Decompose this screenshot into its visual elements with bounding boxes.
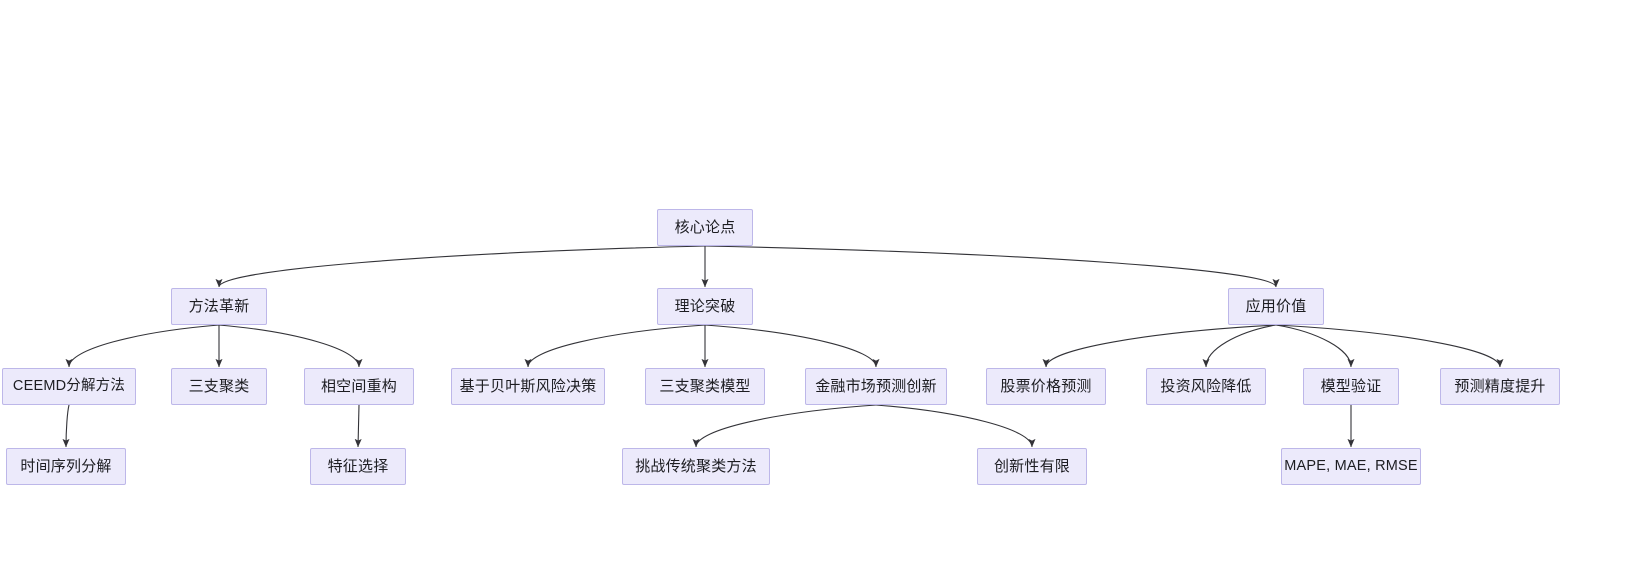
edge-paths [62, 245, 1504, 448]
node-n2[interactable]: 理论突破 [657, 288, 753, 325]
node-label: 金融市场预测创新 [815, 378, 937, 395]
node-n3a[interactable]: 股票价格预测 [986, 368, 1106, 405]
edge-n1-to-n1a [65, 324, 220, 368]
node-label: 特征选择 [327, 458, 389, 475]
edge-n3-to-n3c [1275, 324, 1355, 368]
node-label: 核心论点 [674, 219, 736, 236]
edge-root-to-n1 [215, 245, 706, 288]
node-label: 预测精度提升 [1454, 378, 1546, 395]
node-n2c[interactable]: 金融市场预测创新 [805, 368, 947, 405]
edge-n3-to-n3d [1275, 324, 1504, 368]
node-label: 挑战传统聚类方法 [635, 458, 757, 475]
node-label: 基于贝叶斯风险决策 [459, 378, 597, 395]
node-label: MAPE, MAE, RMSE [1284, 458, 1418, 475]
node-root[interactable]: 核心论点 [657, 209, 753, 246]
edge-n3-to-n3b [1202, 324, 1277, 368]
node-n3c1[interactable]: MAPE, MAE, RMSE [1281, 448, 1421, 485]
node-n1c1[interactable]: 特征选择 [310, 448, 406, 485]
edge-n2c-to-n2c2 [875, 404, 1036, 448]
node-label: 相空间重构 [320, 378, 397, 395]
node-n2c1[interactable]: 挑战传统聚类方法 [622, 448, 770, 485]
node-label: 投资风险降低 [1160, 378, 1252, 395]
edge-n1c-to-n1c1 [354, 404, 362, 448]
node-n2a[interactable]: 基于贝叶斯风险决策 [451, 368, 605, 405]
node-n2b[interactable]: 三支聚类模型 [645, 368, 765, 405]
node-n1b[interactable]: 三支聚类 [171, 368, 267, 405]
node-label: 三支聚类 [188, 378, 250, 395]
edge-n3-to-n3a [1042, 324, 1277, 368]
node-n1[interactable]: 方法革新 [171, 288, 267, 325]
node-n2c2[interactable]: 创新性有限 [977, 448, 1087, 485]
node-label: 时间序列分解 [20, 458, 112, 475]
node-n1a1[interactable]: 时间序列分解 [6, 448, 126, 485]
node-label: 三支聚类模型 [659, 378, 751, 395]
node-label: 创新性有限 [993, 458, 1070, 475]
edge-n2c-to-n2c1 [692, 404, 877, 448]
node-label: 方法革新 [188, 298, 250, 315]
node-n3c[interactable]: 模型验证 [1303, 368, 1399, 405]
node-label: CEEMD分解方法 [12, 378, 126, 395]
node-label: 应用价值 [1245, 298, 1307, 315]
node-n3b[interactable]: 投资风险降低 [1146, 368, 1266, 405]
node-label: 模型验证 [1320, 378, 1382, 395]
node-n1c[interactable]: 相空间重构 [304, 368, 414, 405]
node-n3d[interactable]: 预测精度提升 [1440, 368, 1560, 405]
edge-n1-to-n1c [218, 324, 363, 368]
edge-n2-to-n2a [524, 324, 706, 368]
node-label: 股票价格预测 [1000, 378, 1092, 395]
edge-n2-to-n2c [704, 324, 880, 368]
node-n1a[interactable]: CEEMD分解方法 [2, 368, 136, 405]
edge-n1a-to-n1a1 [62, 404, 70, 448]
node-n3[interactable]: 应用价值 [1228, 288, 1324, 325]
edge-root-to-n3 [704, 245, 1280, 288]
node-label: 理论突破 [674, 298, 736, 315]
